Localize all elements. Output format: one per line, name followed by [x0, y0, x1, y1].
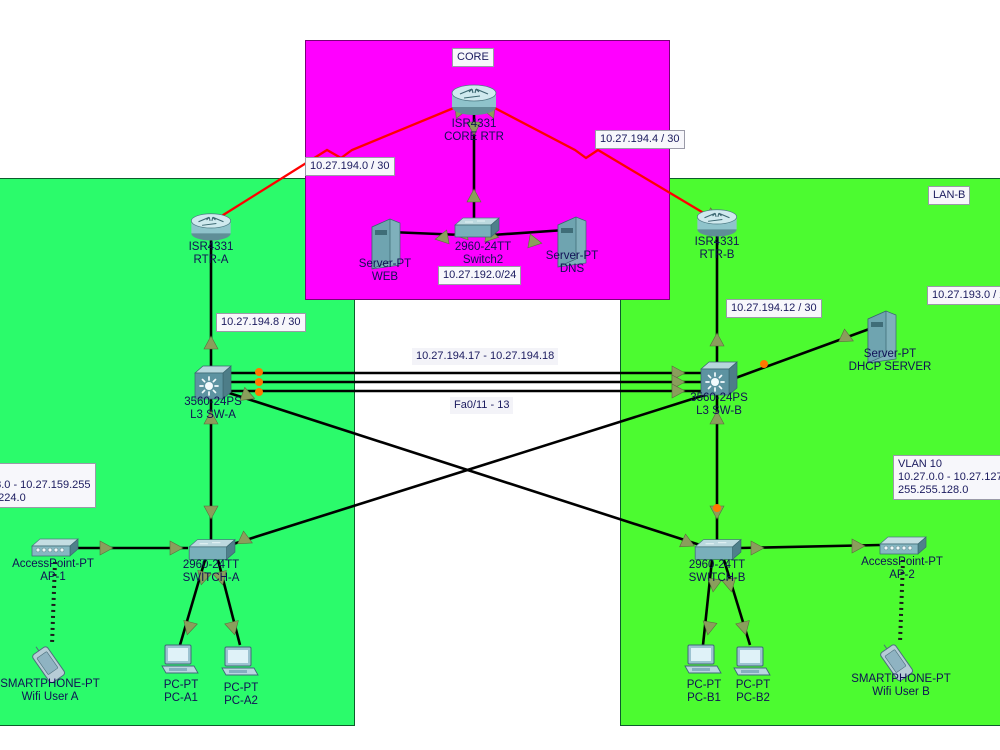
device-icon-server-web[interactable]	[368, 217, 402, 273]
zone-lan-b	[620, 178, 1000, 726]
device-icon-router-rtr-a[interactable]	[186, 211, 236, 245]
annotation-dhcp-net: 10.27.193.0 / 2	[927, 286, 1000, 305]
device-icon-switch-switch-b[interactable]	[691, 536, 743, 564]
device-icon-accesspoint-ap-2[interactable]	[876, 534, 930, 560]
device-icon-smartphone-wifi-user-b[interactable]	[875, 640, 921, 686]
annotation-vlan-b: VLAN 10 10.27.0.0 - 10.27.127. 255.255.1…	[893, 455, 1000, 500]
annotation-core-lan: 10.27.192.0/24	[438, 266, 522, 285]
device-icon-pc-pc-a1[interactable]	[159, 642, 201, 678]
annotation-trunk-ports: Fa0/11 - 13	[450, 397, 514, 414]
device-icon-l3switch-sw-a[interactable]	[192, 363, 234, 403]
annotation-rtr-a-to-sw-a: 10.27.194.8 / 30	[216, 313, 306, 332]
zone-label-core: CORE	[452, 48, 494, 67]
device-icon-l3switch-sw-b[interactable]	[698, 359, 740, 399]
annotation-vlan-a: 0 28.0 - 10.27.159.255 5.224.0	[0, 463, 96, 508]
device-icon-router-core-rtr[interactable]	[446, 82, 502, 120]
device-icon-server-dns[interactable]	[554, 215, 588, 271]
annotation-trunk-ips: 10.27.194.17 - 10.27.194.18	[412, 348, 559, 365]
device-icon-router-rtr-b[interactable]	[692, 207, 742, 241]
device-icon-server-dhcp[interactable]	[864, 309, 898, 367]
device-icon-switch-switch2[interactable]	[451, 215, 501, 241]
annotation-rtr-b-to-sw-b: 10.27.194.12 / 30	[726, 299, 822, 318]
annotation-core-to-rtr-b: 10.27.194.4 / 30	[595, 130, 685, 149]
device-icon-accesspoint-ap-1[interactable]	[28, 536, 82, 562]
zone-label-lan-b: LAN-B	[928, 186, 971, 205]
annotation-core-to-rtr-a: 10.27.194.0 / 30	[305, 157, 395, 176]
device-icon-switch-switch-a[interactable]	[185, 536, 237, 564]
device-icon-pc-pc-a2[interactable]	[219, 644, 261, 680]
device-icon-pc-pc-b2[interactable]	[731, 644, 773, 680]
device-icon-pc-pc-b1[interactable]	[682, 642, 724, 678]
device-icon-smartphone-wifi-user-a[interactable]	[27, 642, 73, 688]
